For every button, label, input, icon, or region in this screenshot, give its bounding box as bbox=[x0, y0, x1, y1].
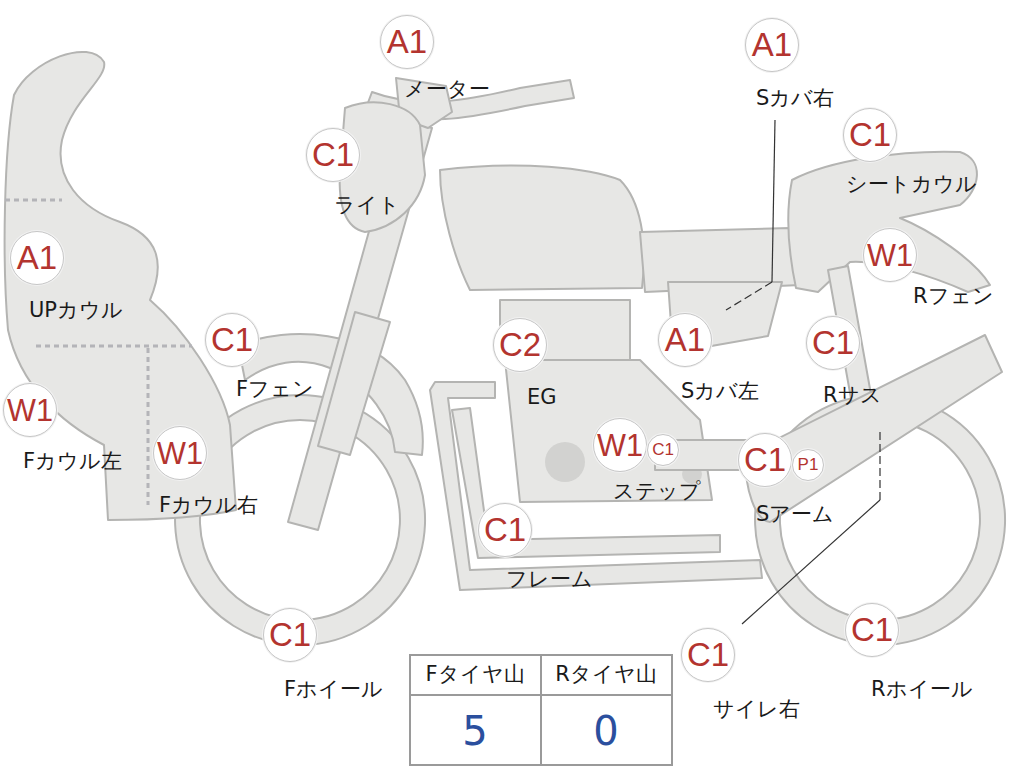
fork-cover bbox=[318, 312, 390, 455]
damage-code: W1 bbox=[864, 229, 916, 281]
part-name: Fホイール bbox=[284, 678, 383, 701]
damage-code-circle: C1Rサス bbox=[806, 316, 860, 370]
damage-code: C1 bbox=[648, 435, 678, 465]
part-name: サイレ右 bbox=[713, 698, 800, 721]
damage-code: W1 bbox=[154, 427, 206, 479]
part-name: Rホイール bbox=[871, 678, 973, 701]
damage-code-circle: W1ステップ bbox=[593, 418, 647, 472]
part-name: Fカウル左 bbox=[23, 450, 122, 473]
damage-code-circle: W1Fカウル右 bbox=[153, 426, 207, 480]
part-name: メーター bbox=[404, 78, 490, 101]
damage-code-circle: P1 bbox=[792, 449, 824, 481]
cowl-dash bbox=[147, 348, 150, 505]
cowl-dash bbox=[5, 199, 62, 202]
part-name: Sカバ左 bbox=[681, 380, 759, 403]
part-name: Fフェン bbox=[236, 378, 314, 401]
damage-code: W1 bbox=[594, 419, 646, 471]
damage-code: C1 bbox=[846, 604, 898, 656]
table-header: Fタイヤ山 bbox=[425, 663, 524, 686]
part-name: シートカウル bbox=[846, 173, 977, 196]
damage-code-circle: A1Sカバ右 bbox=[745, 18, 799, 72]
damage-code: A1 bbox=[746, 19, 798, 71]
damage-code-circle: C1Fホイール bbox=[263, 608, 317, 662]
damage-code-circle: C1Sアーム bbox=[738, 433, 792, 487]
damage-code: A1 bbox=[11, 232, 63, 284]
part-name: Sアーム bbox=[756, 503, 834, 526]
damage-code: P1 bbox=[793, 450, 823, 480]
damage-code: A1 bbox=[381, 16, 433, 68]
front-cowl bbox=[5, 52, 236, 520]
damage-code-circle: C2EG bbox=[493, 318, 547, 372]
part-name: Rフェン bbox=[913, 285, 994, 308]
table-header: Rタイヤ山 bbox=[555, 663, 657, 686]
damage-code-circle: C1サイレ右 bbox=[681, 628, 735, 682]
leader-line bbox=[726, 282, 772, 310]
damage-code-circle: A1UPカウル bbox=[10, 231, 64, 285]
damage-code-circle: W1Fカウル左 bbox=[3, 383, 57, 437]
part-name: Fカウル右 bbox=[159, 494, 258, 517]
part-name: ステップ bbox=[613, 480, 701, 503]
engine-cover bbox=[545, 442, 585, 482]
damage-code-circle: C1シートカウル bbox=[843, 108, 897, 162]
part-name: フレーム bbox=[506, 568, 593, 591]
damage-code-circle: A1Sカバ左 bbox=[658, 313, 712, 367]
damage-code: C1 bbox=[307, 129, 359, 181]
damage-code: C1 bbox=[479, 504, 531, 556]
part-name: UPカウル bbox=[29, 299, 123, 322]
leader-line bbox=[772, 120, 775, 282]
part-name: ライト bbox=[334, 194, 400, 217]
table-grid bbox=[410, 655, 672, 765]
damage-code-circle: C1フレーム bbox=[478, 503, 532, 557]
damage-code: C2 bbox=[494, 319, 546, 371]
seat-cowl bbox=[788, 152, 990, 292]
swing-arm bbox=[745, 335, 1002, 522]
table-frame bbox=[410, 655, 672, 765]
damage-code-circle: W1Rフェン bbox=[863, 228, 917, 282]
damage-code: C1 bbox=[844, 109, 896, 161]
damage-code-circle: C1Rホイール bbox=[845, 603, 899, 657]
fuel-tank bbox=[440, 165, 644, 290]
part-name: Sカバ右 bbox=[756, 87, 834, 110]
damage-code: C1 bbox=[264, 609, 316, 661]
damage-code: W1 bbox=[4, 384, 56, 436]
damage-code: A1 bbox=[659, 314, 711, 366]
part-name: Rサス bbox=[823, 384, 882, 407]
damage-code-circle: C1Fフェン bbox=[205, 313, 259, 367]
table-value: 0 bbox=[593, 709, 618, 753]
damage-code: C1 bbox=[206, 314, 258, 366]
damage-code: C1 bbox=[682, 629, 734, 681]
damage-code-circle: A1メーター bbox=[380, 15, 434, 69]
damage-code: C1 bbox=[807, 317, 859, 369]
part-name: EG bbox=[527, 386, 557, 409]
table-value: 5 bbox=[462, 709, 487, 753]
leader-line bbox=[879, 430, 880, 500]
cowl-dash bbox=[36, 345, 192, 348]
damage-code: C1 bbox=[739, 434, 791, 486]
damage-code-circle: C1ライト bbox=[306, 128, 360, 182]
damage-code-circle: C1 bbox=[647, 434, 679, 466]
